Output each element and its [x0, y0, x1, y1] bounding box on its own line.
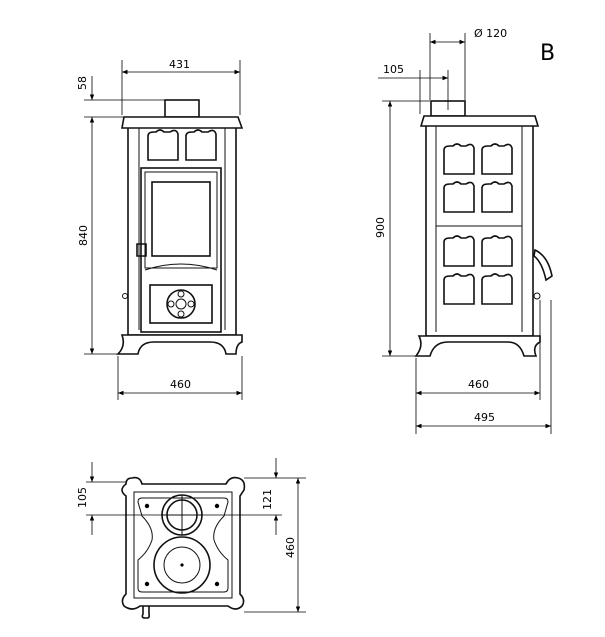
sheet-label: B [540, 41, 555, 66]
side-flue-diameter: Ø 120 [474, 27, 507, 40]
front-top-width: 431 [169, 58, 190, 71]
side-view: Ø 120 105 900 460 495 [374, 27, 553, 434]
side-body-depth: 460 [468, 378, 489, 391]
top-flue-offset-right: 121 [261, 489, 274, 510]
side-flue-offset: 105 [383, 63, 404, 76]
side-total-depth: 495 [474, 411, 495, 424]
side-tiles [443, 143, 513, 305]
top-flue-offset-left: 105 [76, 487, 89, 508]
front-view: 431 58 840 460 [76, 58, 244, 400]
side-total-height: 900 [374, 217, 387, 238]
front-body-height: 840 [77, 225, 90, 246]
front-base-width: 460 [170, 378, 191, 391]
front-flue-height: 58 [76, 76, 89, 90]
top-view: 105 121 460 [76, 458, 306, 619]
top-depth: 460 [284, 537, 297, 558]
